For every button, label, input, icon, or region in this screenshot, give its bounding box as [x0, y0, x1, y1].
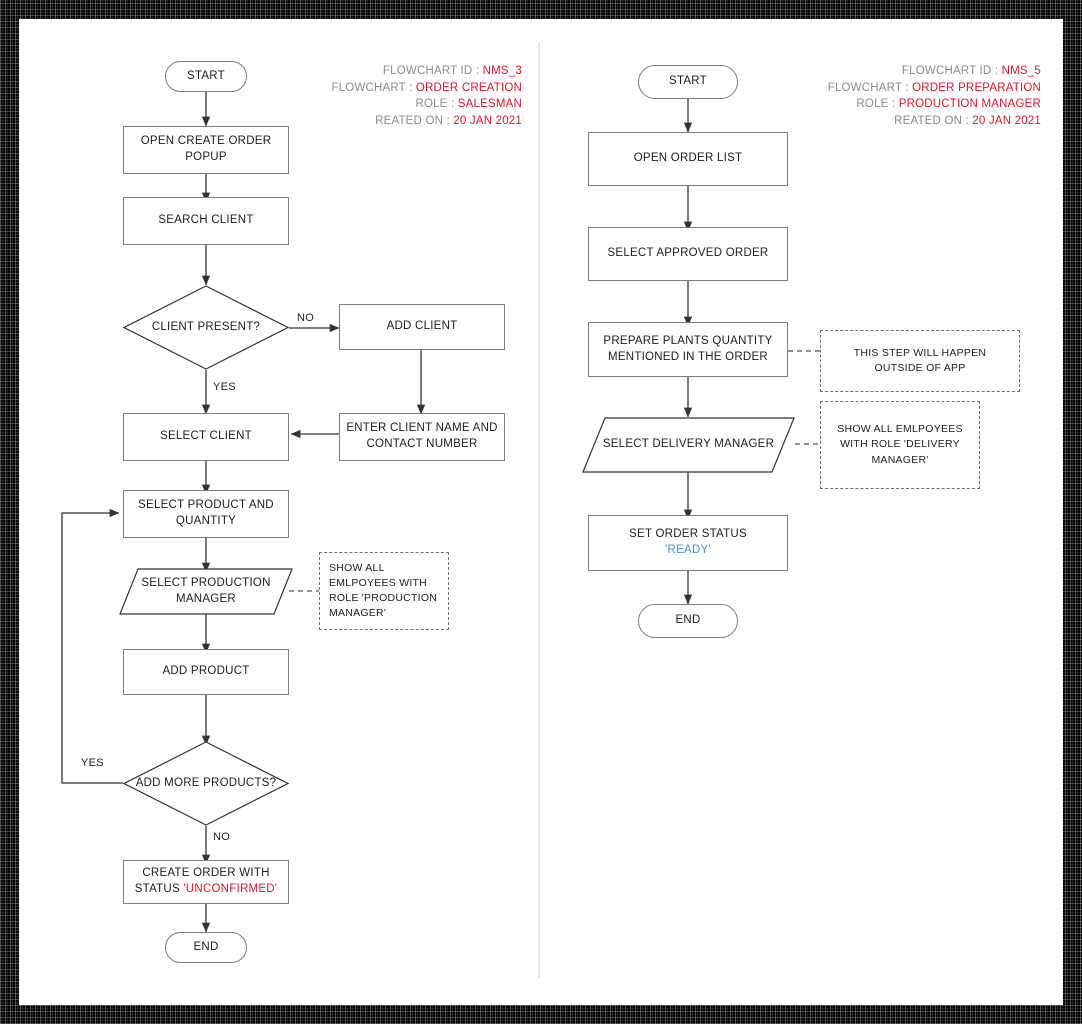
header-line-role: ROLE : PRODUCTION MANAGER — [828, 96, 1041, 113]
node-set-order-status[interactable]: SET ORDER STATUS 'READY' — [588, 515, 788, 571]
node-select-product-and-quantity[interactable]: SELECT PRODUCT AND QUANTITY — [123, 490, 289, 538]
header-label: REATED ON : — [894, 114, 969, 127]
node-start-left[interactable]: START — [165, 61, 247, 92]
node-client-present-decision[interactable]: CLIENT PRESENT? — [122, 285, 290, 370]
node-end-left[interactable]: END — [165, 932, 247, 963]
status-badge-unconfirmed: 'UNCONFIRMED' — [183, 883, 278, 895]
node-add-more-products-decision[interactable]: ADD MORE PRODUCTS? — [122, 741, 290, 826]
node-prepare-plants-quantity[interactable]: PREPARE PLANTS QUANTITY MENTIONED IN THE… — [588, 322, 788, 377]
header-label: FLOWCHART ID : — [382, 65, 480, 77]
edge-label-no-more-products: NO — [213, 831, 231, 843]
header-value: ORDER CREATION — [415, 81, 522, 94]
node-label: SELECT DELIVERY MANAGER — [602, 438, 775, 451]
node-select-delivery-manager[interactable]: SELECT DELIVERY MANAGER — [582, 417, 795, 473]
edge-label-no-client: NO — [297, 312, 315, 324]
node-create-order-with-status[interactable]: CREATE ORDER WITH STATUS 'UNCONFIRMED' — [123, 860, 289, 904]
header-label: REATED ON : — [375, 114, 450, 127]
header-line-flowchart: FLOWCHART : ORDER CREATION — [331, 80, 522, 97]
node-open-order-list[interactable]: OPEN ORDER LIST — [588, 132, 788, 186]
header-value: NMS_5 — [1001, 65, 1041, 77]
note-production-manager: SHOW ALL EMLPOYEES WITH ROLE 'PRODUCTION… — [319, 552, 449, 630]
node-select-approved-order[interactable]: SELECT APPROVED ORDER — [588, 227, 788, 281]
note-outside-of-app: THIS STEP WILL HAPPEN OUTSIDE OF APP — [820, 330, 1020, 392]
header-label: FLOWCHART : — [827, 81, 909, 94]
header-value: NMS_3 — [482, 65, 522, 77]
node-label: SELECT PRODUCTION MANAGER — [141, 576, 271, 605]
node-search-client[interactable]: SEARCH CLIENT — [123, 197, 289, 245]
header-value: SALESMAN — [457, 98, 522, 110]
node-label: SET ORDER STATUS 'READY' — [629, 527, 747, 558]
edge-label-yes-client: YES — [213, 381, 236, 393]
node-select-client[interactable]: SELECT CLIENT — [123, 413, 289, 461]
note-delivery-manager: SHOW ALL EMLPOYEES WITH ROLE 'DELIVERY M… — [820, 401, 980, 489]
node-add-client[interactable]: ADD CLIENT — [339, 304, 505, 350]
header-line-created-on: REATED ON : 20 JAN 2021 — [331, 113, 522, 130]
set-status-prefix: SET ORDER STATUS — [629, 528, 747, 541]
header-line-flowchart-id: FLOWCHART ID : NMS_3 — [331, 63, 522, 80]
header-line-flowchart: FLOWCHART : ORDER PREPARATION — [828, 80, 1041, 97]
node-label: ADD MORE PRODUCTS? — [135, 776, 277, 789]
node-label: CREATE ORDER WITH STATUS 'UNCONFIRMED' — [124, 866, 288, 897]
status-badge-ready: 'READY' — [665, 544, 711, 556]
left-flowchart-header: FLOWCHART ID : NMS_3 FLOWCHART : ORDER C… — [331, 63, 522, 129]
header-label: ROLE : — [856, 98, 896, 110]
node-add-product[interactable]: ADD PRODUCT — [123, 649, 289, 695]
node-select-production-manager[interactable]: SELECT PRODUCTION MANAGER — [119, 568, 293, 615]
header-label: FLOWCHART : — [331, 81, 413, 94]
header-line-created-on: REATED ON : 20 JAN 2021 — [828, 113, 1041, 130]
node-end-right[interactable]: END — [638, 604, 738, 638]
header-value: PRODUCTION MANAGER — [898, 98, 1041, 110]
panel-divider — [538, 42, 540, 978]
header-value: ORDER PREPARATION — [912, 81, 1041, 94]
node-open-create-order-popup[interactable]: OPEN CREATE ORDER POPUP — [123, 126, 289, 174]
header-line-flowchart-id: FLOWCHART ID : NMS_5 — [828, 63, 1041, 80]
node-enter-client-details[interactable]: ENTER CLIENT NAME AND CONTACT NUMBER — [339, 413, 505, 461]
node-start-right[interactable]: START — [638, 65, 738, 99]
header-value: 20 JAN 2021 — [453, 114, 522, 127]
create-order-prefix: CREATE ORDER WITH STATUS — [134, 867, 270, 895]
header-line-role: ROLE : SALESMAN — [331, 96, 522, 113]
right-flowchart-header: FLOWCHART ID : NMS_5 FLOWCHART : ORDER P… — [828, 63, 1041, 129]
node-label: CLIENT PRESENT? — [151, 320, 261, 333]
edge-label-yes-more-products: YES — [81, 757, 104, 769]
header-value: 20 JAN 2021 — [972, 114, 1041, 127]
header-label: ROLE : — [415, 98, 455, 110]
header-label: FLOWCHART ID : — [901, 65, 999, 77]
diagram-canvas: FLOWCHART ID : NMS_3 FLOWCHART : ORDER C… — [19, 19, 1063, 1005]
